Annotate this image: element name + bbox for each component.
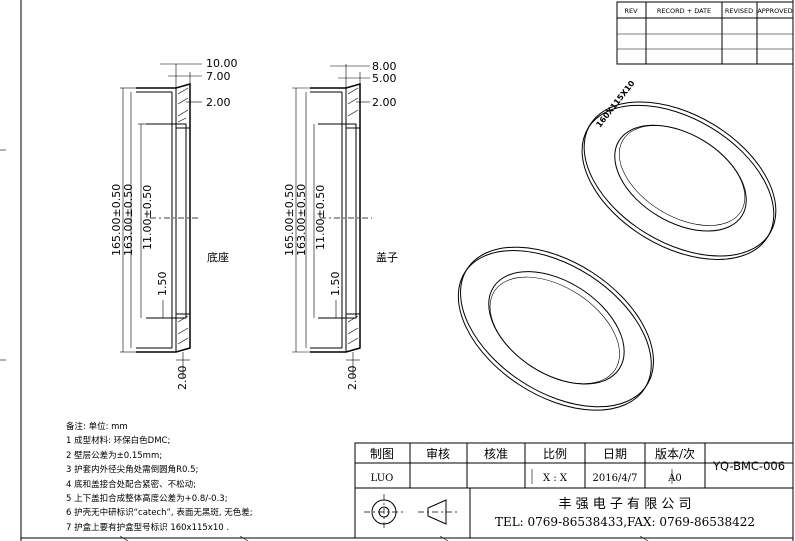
- lid-dim-outer-dia: 165.00±0.50: [283, 184, 296, 256]
- tb-drawing-number: YQ-BMC-006: [712, 459, 785, 473]
- lid-dim-step: 1.50: [329, 272, 342, 297]
- lid-view-label: 盖子: [376, 250, 398, 264]
- base-dim-step: 1.50: [156, 272, 169, 297]
- lid-dim-wall: 2.00: [372, 96, 397, 109]
- base-dim-top-inner: 7.00: [206, 70, 231, 83]
- notes-title: 备注: 单位: mm: [66, 422, 128, 432]
- tb-value-date: 2016/4/7: [593, 473, 638, 484]
- base-dim-top-outer: 10.00: [206, 57, 238, 70]
- lid-dim-top-outer: 8.00: [372, 60, 397, 73]
- tb-header-version: 版本/次: [655, 447, 695, 461]
- base-dim-mid-dia: 163.00±0.50: [122, 184, 135, 256]
- isometric-ring-upper: [581, 101, 777, 260]
- note-item: 3 护套内外径尖角处需倒圆角R0.5;: [66, 465, 199, 476]
- base-dim-wall: 2.00: [206, 96, 231, 109]
- note-item: 7 护盒上要有护盒型号标识 160x115x10 .: [66, 522, 230, 533]
- rev-header-record: RECORD + DATE: [657, 7, 711, 15]
- note-item: 1 成型材料: 环保白色DMC;: [66, 436, 171, 447]
- title-block: [354, 442, 794, 539]
- note-item: 2 壁层公差为±0.15mm;: [66, 450, 163, 461]
- rev-header-revised: REVISED: [725, 7, 753, 15]
- notes-block: 备注: 单位: mm 1 成型材料: 环保白色DMC; 2 壁层公差为±0.15…: [66, 420, 356, 535]
- tb-header-review: 审核: [426, 446, 450, 461]
- note-item: 4 底和盖接合处配合紧密、不松动;: [66, 479, 196, 490]
- rev-header-approved: APPROVED: [757, 7, 792, 15]
- lid-dim-inner-dia: 11.00±0.50: [314, 185, 327, 250]
- note-item: 6 护壳无中研标识“catech”, 表面无黑斑, 无色差;: [66, 508, 253, 519]
- tb-company-name: 丰 强 电 子 有 限 公 司: [559, 497, 692, 512]
- tb-contact: TEL: 0769-86538433,FAX: 0769-86538422: [495, 515, 755, 529]
- base-section-view: [120, 63, 202, 378]
- lid-dim-bottom: 2.00: [346, 366, 359, 391]
- base-dim-bottom: 2.00: [176, 366, 189, 391]
- isometric-ring-lower: [457, 246, 654, 411]
- tb-header-drafter: 制图: [370, 447, 394, 461]
- tb-header-date: 日期: [603, 447, 627, 461]
- rev-header-rev: REV: [624, 7, 638, 15]
- lid-section-view: [292, 64, 372, 378]
- tb-value-scale: X : X: [543, 473, 568, 484]
- base-dim-inner-dia: 11.00±0.50: [141, 185, 154, 250]
- revision-table: REV RECORD + DATE REVISED APPROVED: [616, 1, 794, 65]
- tb-header-scale: 比例: [543, 447, 567, 461]
- lid-dim-top-inner: 5.00: [372, 72, 397, 85]
- ring-marking: 160X115X10: [594, 79, 636, 130]
- note-item: 5 上下盖扣合成整体高度公差为+0.8/-0.3;: [66, 494, 228, 505]
- lid-dim-mid-dia: 163.00±0.50: [295, 184, 308, 256]
- tb-value-drafter: LUO: [371, 473, 394, 484]
- tb-value-version: A0: [667, 473, 682, 484]
- base-view-label: 底座: [207, 250, 229, 264]
- tb-header-approve: 核准: [484, 447, 508, 461]
- base-dim-outer-dia: 165.00±0.50: [110, 184, 123, 256]
